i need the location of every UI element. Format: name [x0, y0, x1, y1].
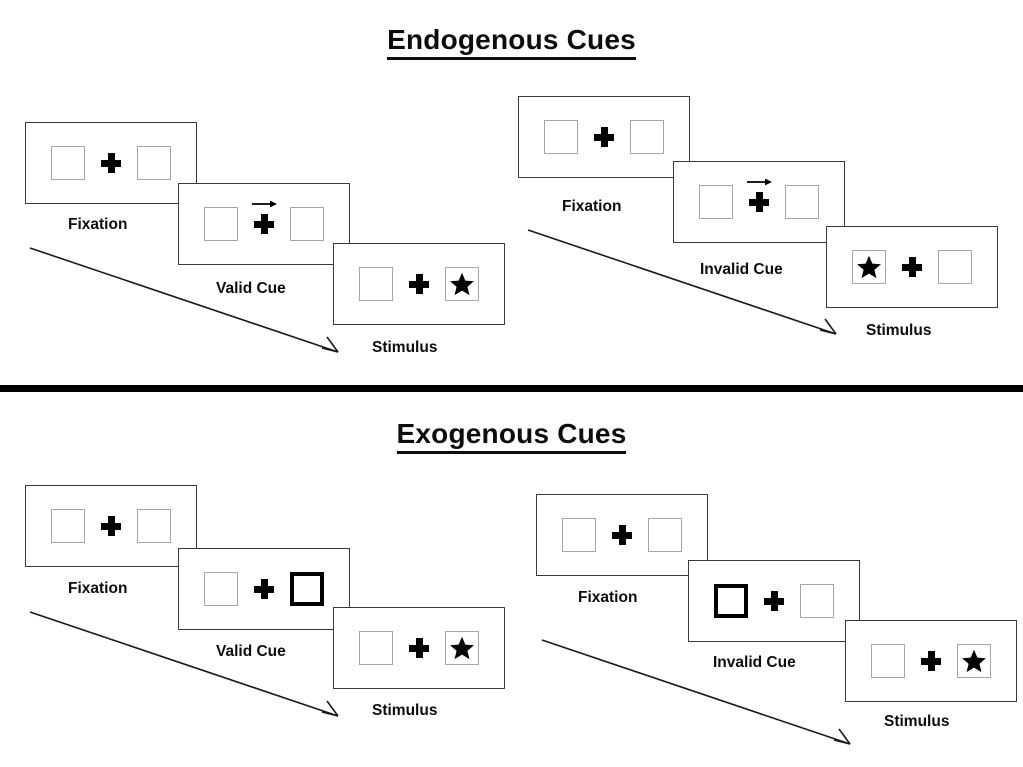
- caption-exogenous-invalid-fixation: Fixation: [578, 589, 638, 606]
- fixation-plus-icon: [764, 591, 784, 611]
- right-placeholder-box: [938, 250, 972, 284]
- frame-endogenous-valid-stimulus: [333, 243, 505, 325]
- fixation-plus-icon: [749, 192, 769, 212]
- star-target-icon: [450, 272, 474, 296]
- caption-exogenous-invalid-cue: Invalid Cue: [713, 654, 796, 671]
- endogenous-valid-flow-arrow: [29, 247, 350, 363]
- fixation-plus-icon: [612, 525, 632, 545]
- caption-exogenous-valid-fixation: Fixation: [68, 580, 128, 597]
- fixation-plus-icon: [409, 274, 429, 294]
- section-title-exogenous: Exogenous Cues: [0, 418, 1023, 454]
- left-placeholder-box: [204, 207, 238, 241]
- frame-exogenous-invalid-cue: [688, 560, 860, 642]
- exogenous-invalid-flow-arrow: [541, 639, 862, 755]
- frame-endogenous-invalid-cue: [673, 161, 845, 243]
- caption-exogenous-valid-cue: Valid Cue: [216, 643, 286, 660]
- right-placeholder-box-with-target: [445, 267, 479, 301]
- fixation-cue-stack: [764, 591, 784, 611]
- fixation-cue-stack: [921, 651, 941, 671]
- fixation-plus-icon: [902, 257, 922, 277]
- caption-endogenous-valid-fixation: Fixation: [68, 216, 128, 233]
- right-placeholder-box: [137, 509, 171, 543]
- fixation-cue-stack: [409, 274, 429, 294]
- frame-endogenous-valid-fixation: [25, 122, 197, 204]
- left-placeholder-box: [359, 631, 393, 665]
- fixation-cue-stack: [612, 525, 632, 545]
- left-placeholder-box: [544, 120, 578, 154]
- caption-endogenous-invalid-fixation: Fixation: [562, 198, 622, 215]
- fixation-plus-icon: [594, 127, 614, 147]
- section-title-endogenous-text: Endogenous Cues: [387, 24, 636, 60]
- left-placeholder-box: [51, 146, 85, 180]
- fixation-cue-stack: [409, 638, 429, 658]
- arrow-right-cue-icon: [746, 177, 772, 187]
- right-placeholder-box: [800, 584, 834, 618]
- right-placeholder-box: [648, 518, 682, 552]
- right-placeholder-box: [137, 146, 171, 180]
- fixation-cue-stack: [101, 516, 121, 536]
- fixation-cue-stack: [594, 127, 614, 147]
- section-divider: [0, 385, 1023, 392]
- arrow-right-cue-icon: [251, 199, 277, 209]
- left-placeholder-box-cued: [714, 584, 748, 618]
- left-placeholder-box: [51, 509, 85, 543]
- fixation-plus-icon: [254, 579, 274, 599]
- fixation-cue-stack: [254, 579, 274, 599]
- frame-exogenous-valid-fixation: [25, 485, 197, 567]
- fixation-cue-stack: [101, 153, 121, 173]
- left-placeholder-box: [562, 518, 596, 552]
- caption-endogenous-valid-stimulus: Stimulus: [372, 339, 438, 356]
- right-placeholder-box-cued: [290, 572, 324, 606]
- right-placeholder-box-with-target: [445, 631, 479, 665]
- caption-endogenous-invalid-cue: Invalid Cue: [700, 261, 783, 278]
- left-placeholder-box: [871, 644, 905, 678]
- frame-exogenous-invalid-fixation: [536, 494, 708, 576]
- endogenous-arrow-cue-stack: [252, 200, 277, 234]
- frame-exogenous-valid-cue: [178, 548, 350, 630]
- fixation-plus-icon: [409, 638, 429, 658]
- left-placeholder-box: [699, 185, 733, 219]
- caption-endogenous-valid-cue: Valid Cue: [216, 280, 286, 297]
- section-title-endogenous: Endogenous Cues: [0, 24, 1023, 60]
- frame-endogenous-valid-cue: [178, 183, 350, 265]
- right-placeholder-box: [785, 185, 819, 219]
- fixation-plus-icon: [101, 516, 121, 536]
- section-title-exogenous-text: Exogenous Cues: [396, 418, 627, 454]
- star-target-icon: [962, 649, 986, 673]
- frame-exogenous-valid-stimulus: [333, 607, 505, 689]
- left-placeholder-box-with-target: [852, 250, 886, 284]
- fixation-cue-stack: [902, 257, 922, 277]
- frame-endogenous-invalid-fixation: [518, 96, 690, 178]
- frame-exogenous-invalid-stimulus: [845, 620, 1017, 702]
- star-target-icon: [857, 255, 881, 279]
- left-placeholder-box: [204, 572, 238, 606]
- left-placeholder-box: [359, 267, 393, 301]
- fixation-plus-icon: [101, 153, 121, 173]
- fixation-plus-icon: [921, 651, 941, 671]
- frame-endogenous-invalid-stimulus: [826, 226, 998, 308]
- caption-endogenous-invalid-stimulus: Stimulus: [866, 322, 932, 339]
- endogenous-invalid-flow-arrow: [527, 229, 848, 345]
- right-placeholder-box: [290, 207, 324, 241]
- right-placeholder-box-with-target: [957, 644, 991, 678]
- fixation-plus-icon: [254, 214, 274, 234]
- caption-exogenous-invalid-stimulus: Stimulus: [884, 713, 950, 730]
- right-placeholder-box: [630, 120, 664, 154]
- caption-exogenous-valid-stimulus: Stimulus: [372, 702, 438, 719]
- endogenous-arrow-cue-stack: [747, 178, 772, 212]
- star-target-icon: [450, 636, 474, 660]
